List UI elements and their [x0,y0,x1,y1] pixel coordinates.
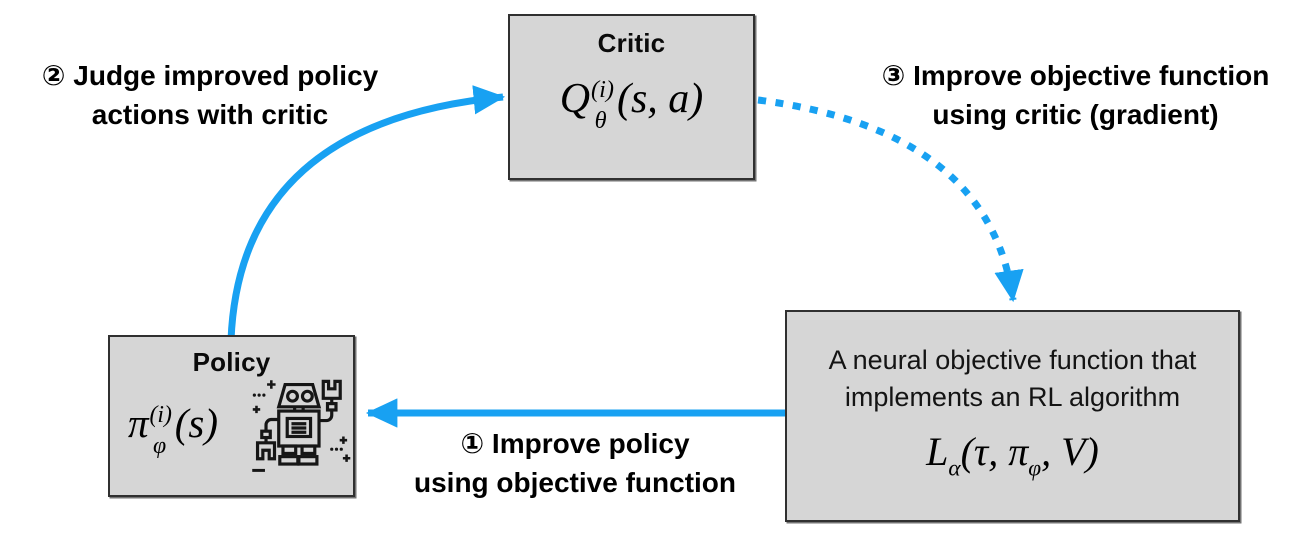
arrow-policy-to-critic [227,85,506,341]
objective-description: A neural objective function that impleme… [828,345,1197,412]
policy-formula: π(i)φ(s) [128,400,219,459]
step-2-line2: actions with critic [91,99,329,130]
step-1-label: ① Improve policy using objective functio… [365,424,785,502]
step-1-line2: using objective function [413,467,736,498]
step-2-label: ② Judge improved policy actions with cri… [0,56,420,134]
policy-box: Policy π(i)φ(s) [108,335,355,497]
step-3-label: ③ Improve objective function using criti… [840,56,1311,134]
objective-box: A neural objective function that impleme… [785,310,1240,522]
critic-title: Critic [597,28,666,58]
step-3-line2: using critic (gradient) [932,99,1219,130]
arrow-critic-to-objective [757,96,1024,303]
step-1-line1: ① Improve policy [460,428,690,459]
objective-formula: Lα(τ, πφ, V) [926,429,1099,482]
step-2-line1: ② Judge improved policy [41,60,379,91]
critic-box: Critic Q(i)θ(s, a) [508,14,755,180]
step-3-line1: ③ Improve objective function [881,60,1270,91]
critic-formula: Q(i)θ(s, a) [559,75,704,135]
policy-title: Policy [192,347,271,377]
robot-icon [252,379,351,472]
